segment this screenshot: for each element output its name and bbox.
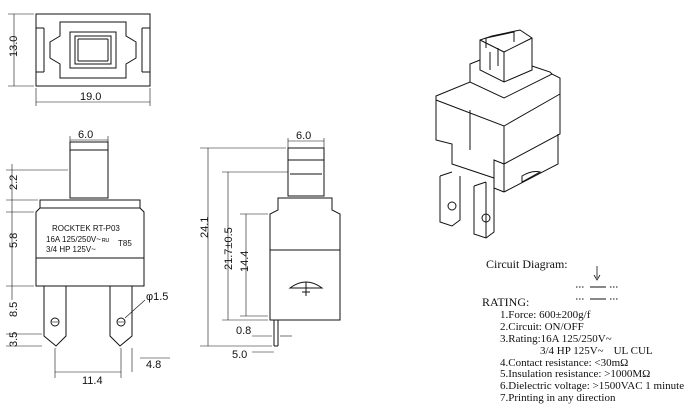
label-line3: 3/4 HP 125V~ (46, 245, 96, 254)
dim-11-4: 11.4 (82, 375, 103, 387)
side-view (200, 138, 341, 353)
rating-item-printing: 7.Printing in any direction (500, 392, 616, 405)
dim-front-6-0: 6.0 (78, 129, 93, 141)
rating-item-insulation: 5.Insulation resistance: >1000MΩ (500, 368, 651, 381)
circuit-diagram (576, 266, 618, 300)
dim-24-1: 24.1 (199, 217, 211, 238)
rating-marks: UL CUL (613, 344, 653, 357)
dim-21-7: 21.7±0.5 (223, 227, 235, 270)
dim-19-0: 19.0 (80, 91, 101, 103)
isometric-view (435, 29, 561, 239)
rating-item-dielectric: 6.Dielectric voltage: >1500VAC 1 minute (500, 380, 685, 393)
dim-2-2: 2.2 (8, 175, 20, 190)
dim-14-4: 14.4 (239, 251, 251, 272)
front-view (6, 136, 170, 378)
dim-3-5: 3.5 (8, 332, 20, 347)
rating-item-circuit: 2.Circuit: ON/OFF (500, 320, 584, 333)
rating-item-rating-line2: 3/4 HP 125V~ UL CUL (482, 344, 700, 358)
dim-0-8: 0.8 (236, 325, 251, 337)
dim-side-6-0: 6.0 (296, 130, 311, 142)
dim-5-8: 5.8 (8, 233, 20, 248)
rating-heading: RATING: (482, 295, 530, 309)
label-line2: 16A 125/250V~ (46, 235, 101, 244)
dim-5-0: 5.0 (232, 349, 247, 361)
label-line1: ROCKTEK RT-P03 (52, 224, 120, 233)
rating-item-rating: 3.Rating:16A 125/250V~ (500, 332, 612, 345)
rating-item-contact: 4.Contact resistance: <30mΩ (500, 356, 629, 369)
dim-4-8: 4.8 (146, 359, 161, 371)
label-ul: ᴿᵁ (102, 237, 110, 246)
dim-8-5: 8.5 (8, 302, 20, 317)
circuit-diagram-title: Circuit Diagram: (486, 257, 568, 271)
top-view (8, 13, 151, 106)
dim-13-0: 13.0 (8, 36, 20, 57)
label-t85: T85 (118, 239, 132, 248)
rating-hp: 3/4 HP 125V~ (540, 344, 604, 357)
dim-hole: φ1.5 (146, 291, 168, 303)
rating-block: RATING: 1.Force: 600±200g/f 2.Circuit: O… (482, 295, 700, 405)
rating-item-force: 1.Force: 600±200g/f (500, 308, 591, 321)
